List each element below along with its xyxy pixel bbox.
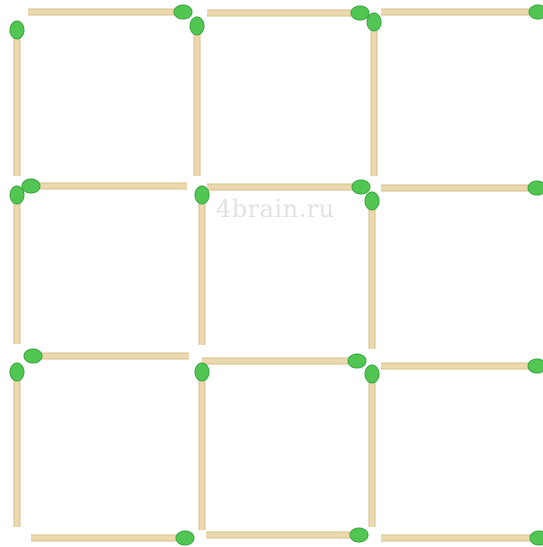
match-head xyxy=(365,192,379,210)
matchstick[interactable] xyxy=(10,186,24,344)
matchstick[interactable] xyxy=(22,179,187,193)
matchstick[interactable] xyxy=(381,5,543,19)
matchstick[interactable] xyxy=(202,354,366,368)
match-head xyxy=(529,5,543,19)
match-head xyxy=(24,349,42,363)
matchstick[interactable] xyxy=(28,5,192,19)
match-head xyxy=(174,5,192,19)
matchstick[interactable] xyxy=(381,181,543,195)
matchstick[interactable] xyxy=(207,6,369,20)
matchstick[interactable] xyxy=(195,363,209,530)
match-head xyxy=(195,363,209,381)
match-head xyxy=(190,17,204,35)
match-head xyxy=(10,363,24,381)
match-head xyxy=(351,6,369,20)
matchstick[interactable] xyxy=(381,359,543,373)
match-head xyxy=(530,531,543,545)
match-head xyxy=(528,359,543,373)
matchstick[interactable] xyxy=(190,17,204,176)
matchstick[interactable] xyxy=(207,180,370,194)
match-head xyxy=(352,180,370,194)
match-head xyxy=(365,365,379,383)
match-head xyxy=(348,354,366,368)
matchstick[interactable] xyxy=(365,365,379,527)
matchstick[interactable] xyxy=(31,531,194,545)
matchstick[interactable] xyxy=(381,531,543,545)
match-head xyxy=(22,179,40,193)
watermark-4brain: 4brain.ru xyxy=(216,195,335,223)
matchstick[interactable] xyxy=(367,13,381,176)
matchstick[interactable] xyxy=(10,363,24,527)
match-head xyxy=(176,531,194,545)
match-head xyxy=(195,186,209,204)
matchstick[interactable] xyxy=(365,192,379,349)
match-head xyxy=(10,21,24,39)
match-head xyxy=(367,13,381,31)
match-head xyxy=(350,528,368,542)
matchstick[interactable] xyxy=(206,528,368,542)
matchstick[interactable] xyxy=(10,21,24,176)
match-head xyxy=(528,181,543,195)
match-head xyxy=(10,186,24,204)
matchstick[interactable] xyxy=(24,349,189,363)
matchstick[interactable] xyxy=(195,186,209,345)
